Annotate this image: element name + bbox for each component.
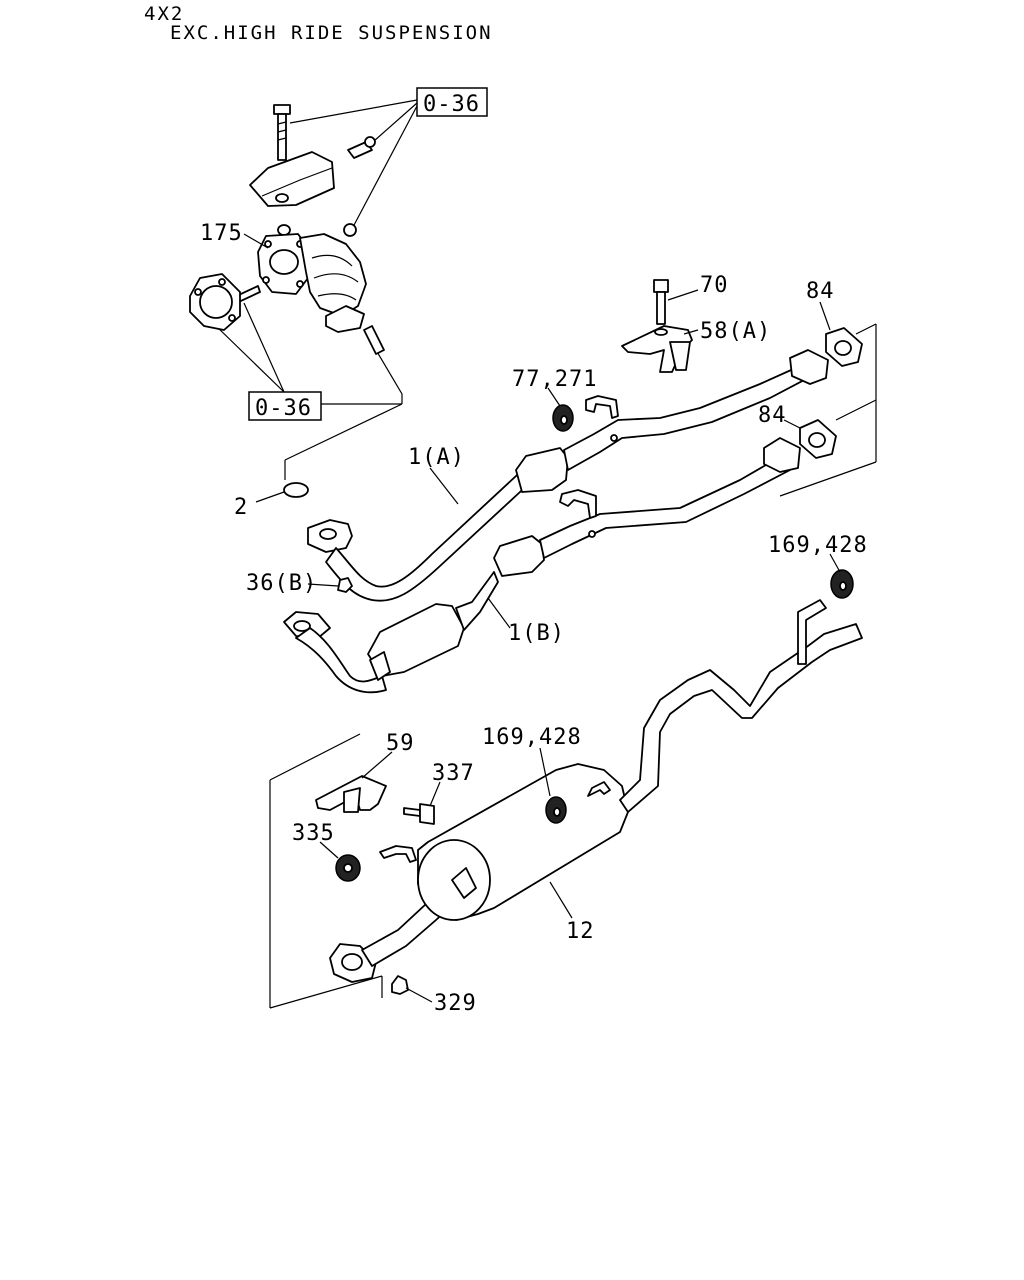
gasket-84-upper[interactable] [825,327,863,367]
callout-329[interactable]: 329 [434,991,477,1016]
manifold-gasket[interactable] [189,273,241,331]
ref-box-top[interactable]: 0-36 [416,87,488,117]
gasket-ring-2[interactable] [283,482,309,498]
rubber-hanger-169-428-upper[interactable] [830,569,854,599]
muffler-12[interactable] [329,599,863,983]
bracket-59[interactable] [315,775,387,813]
header-drive-type: 4X2 [144,3,184,25]
bolt-337[interactable] [403,803,435,825]
reference-frame-lines [269,323,877,1009]
front-pipe-1b[interactable] [283,437,801,694]
ref-leaders [214,99,418,480]
callout-169-428-upper[interactable]: 169,428 [768,533,868,558]
rubber-hanger-169-428-lower[interactable] [545,796,567,824]
callout-58a[interactable]: 58(A) [700,319,771,344]
callout-12[interactable]: 12 [566,919,595,944]
callout-70[interactable]: 70 [700,273,729,298]
callout-77-271[interactable]: 77,271 [512,367,597,392]
heat-shield-assembly[interactable] [227,104,385,355]
nut-36b[interactable] [337,577,353,593]
rubber-hanger-77-271[interactable] [552,404,574,432]
callout-335[interactable]: 335 [292,821,335,846]
callout-169-428-lower[interactable]: 169,428 [482,725,582,750]
nut-329[interactable] [391,975,409,995]
gasket-84-lower[interactable] [799,419,837,459]
rubber-hanger-335[interactable] [335,854,361,882]
callout-2[interactable]: 2 [234,495,248,520]
header-variant: EXC.HIGH RIDE SUSPENSION [170,22,493,44]
callout-1a[interactable]: 1(A) [408,445,465,470]
callout-1b[interactable]: 1(B) [508,621,565,646]
callout-84-lower[interactable]: 84 [758,403,787,428]
callout-175[interactable]: 175 [200,221,243,246]
callout-84-upper[interactable]: 84 [806,279,835,304]
ref-box-mid-label: 0-36 [255,396,312,421]
callout-59[interactable]: 59 [386,731,415,756]
ref-box-top-label: 0-36 [423,92,480,117]
callout-36b[interactable]: 36(B) [246,571,317,596]
ref-box-mid[interactable]: 0-36 [248,391,322,421]
front-pipe-1a[interactable] [307,349,829,602]
callout-337[interactable]: 337 [432,761,475,786]
callout-leaders [243,233,841,1003]
bracket-58a[interactable] [621,279,693,373]
